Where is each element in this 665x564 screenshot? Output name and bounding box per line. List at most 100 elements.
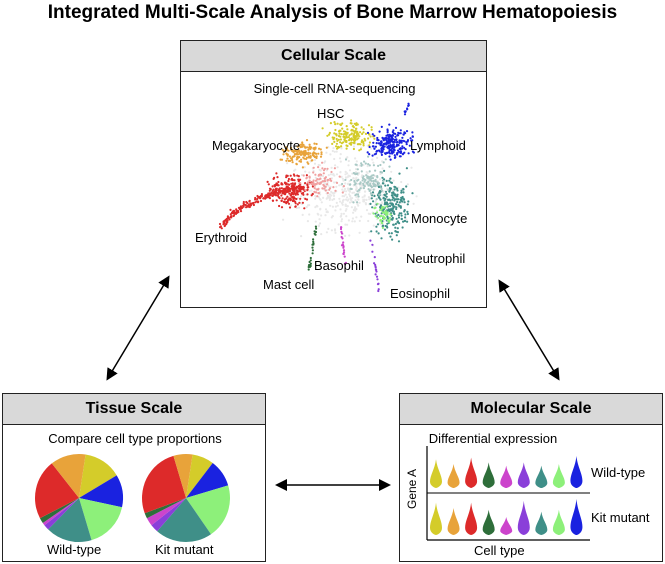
umap-point	[380, 221, 383, 224]
umap-point	[411, 139, 414, 142]
umap-point	[342, 241, 345, 244]
umap-point	[377, 232, 380, 235]
umap-point	[406, 203, 409, 206]
umap-point	[345, 140, 348, 144]
pie-slice-teal	[157, 498, 211, 543]
umap-point	[369, 239, 372, 242]
umap-point	[305, 206, 308, 209]
umap-point	[370, 177, 373, 180]
umap-point	[384, 201, 387, 204]
umap-point	[326, 134, 329, 137]
umap-point	[277, 180, 280, 184]
umap-point	[371, 133, 374, 136]
umap-point	[373, 204, 376, 207]
umap-point	[378, 130, 381, 133]
label-monocyte: Monocyte	[411, 211, 468, 226]
umap-point	[266, 180, 269, 183]
umap-point	[354, 173, 357, 176]
umap-point	[297, 149, 300, 152]
pie-slice-yellow	[186, 454, 213, 498]
umap-point	[406, 212, 409, 216]
umap-point	[389, 235, 392, 238]
umap-point	[311, 152, 314, 155]
umap-point	[377, 164, 380, 167]
umap-point	[346, 199, 349, 202]
umap-point	[386, 219, 390, 222]
umap-point	[265, 196, 268, 199]
umap-point	[286, 189, 289, 192]
umap-point	[324, 189, 327, 192]
violin-shape	[552, 509, 565, 535]
umap-point	[317, 224, 320, 227]
umap-point	[376, 138, 379, 142]
umap-point	[296, 203, 299, 206]
umap-point	[312, 181, 315, 184]
umap-point	[393, 138, 396, 141]
umap-point	[287, 202, 291, 205]
umap-point	[348, 193, 351, 196]
umap-point	[375, 198, 378, 201]
umap-point	[302, 193, 305, 196]
umap-point	[371, 154, 374, 157]
umap-point	[367, 196, 370, 199]
umap-point	[294, 200, 297, 203]
umap-point	[309, 256, 312, 260]
umap-point	[339, 141, 342, 144]
umap-point	[335, 134, 338, 137]
umap-point	[354, 206, 357, 209]
umap-point	[336, 166, 339, 169]
umap-point	[328, 133, 331, 136]
pie-slice-darkgreen	[144, 498, 186, 519]
umap-point	[380, 187, 383, 190]
umap-point	[405, 167, 408, 170]
umap-point	[373, 262, 376, 265]
umap-point	[389, 177, 392, 180]
umap-point	[406, 220, 409, 223]
umap-point	[354, 199, 357, 202]
umap-point	[392, 223, 395, 226]
umap-point	[364, 139, 367, 142]
umap-point	[403, 113, 407, 116]
umap-point	[339, 153, 342, 156]
umap-point	[310, 146, 313, 149]
umap-point	[333, 132, 336, 135]
umap-point	[367, 163, 370, 166]
umap-point	[368, 184, 371, 187]
umap-point	[377, 183, 380, 187]
umap-point	[355, 188, 358, 191]
umap-point	[368, 153, 371, 156]
umap-point	[357, 195, 360, 198]
umap-point	[296, 145, 299, 148]
umap-point	[332, 186, 335, 189]
umap-point	[342, 141, 345, 144]
umap-point	[403, 140, 406, 143]
umap-point	[405, 130, 409, 133]
umap-point	[349, 195, 352, 198]
umap-point	[399, 198, 402, 201]
umap-point	[380, 151, 383, 154]
umap-point	[397, 214, 400, 217]
umap-point	[220, 227, 223, 230]
umap-point	[345, 125, 348, 128]
umap-point	[415, 195, 418, 198]
umap-point	[379, 206, 382, 209]
umap-point	[318, 178, 321, 181]
umap-point	[308, 204, 311, 207]
umap-point	[259, 199, 263, 203]
umap-point	[400, 212, 403, 215]
umap-point	[362, 184, 365, 187]
umap-point	[398, 201, 401, 204]
umap-point	[366, 151, 369, 154]
pie-slice-magenta	[146, 498, 186, 526]
umap-point	[298, 144, 301, 147]
umap-point	[358, 191, 361, 194]
umap-point	[360, 126, 363, 129]
umap-point	[352, 145, 356, 148]
umap-point	[305, 174, 308, 177]
umap-point	[397, 240, 401, 243]
umap-point	[320, 201, 323, 204]
umap-point	[237, 211, 240, 214]
umap-point	[390, 181, 393, 184]
umap-point	[354, 137, 357, 140]
umap-point	[344, 173, 347, 176]
